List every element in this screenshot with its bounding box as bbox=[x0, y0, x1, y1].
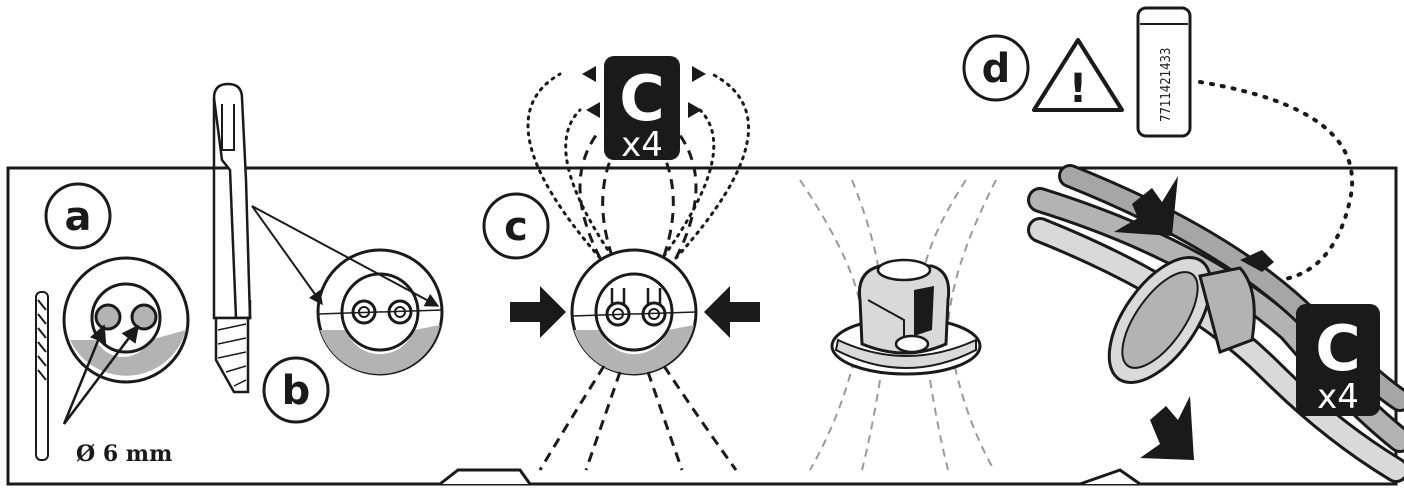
step-c: c C x4 bbox=[482, 56, 760, 471]
cut-line bbox=[317, 309, 443, 315]
part-tube-icon: 7711421433 bbox=[1136, 6, 1192, 138]
press-arrow-top bbox=[1114, 176, 1178, 236]
step-c-badge bbox=[482, 192, 550, 260]
dashed-guides-bottom bbox=[538, 365, 738, 471]
clip-badge-top-count: x4 bbox=[621, 125, 663, 165]
part-number: 7711421433 bbox=[1159, 48, 1174, 122]
drill-hole-left bbox=[94, 303, 122, 331]
dotted-link-d bbox=[1198, 80, 1355, 283]
step-a: a Ø 6 mm bbox=[35, 182, 190, 467]
callout-notch-right bbox=[1079, 468, 1141, 486]
drill-diameter-label: Ø 6 mm bbox=[76, 441, 172, 467]
clip-badge-top: C x4 bbox=[604, 56, 680, 165]
warning-mark: ! bbox=[1069, 66, 1087, 112]
drill-hole-right bbox=[130, 303, 158, 331]
clip-badge-right: C x4 bbox=[1296, 304, 1380, 417]
utility-knife-icon bbox=[212, 82, 252, 394]
step-a-badge bbox=[44, 182, 112, 250]
clip-badge-right-count: x4 bbox=[1317, 377, 1359, 417]
push-clip bbox=[1107, 256, 1256, 384]
clip-badge-right-letter: C bbox=[1315, 312, 1361, 385]
main-panel bbox=[6, 166, 1398, 486]
cable-clip-detail: C x4 bbox=[1027, 164, 1404, 483]
step-b-letter: b bbox=[282, 368, 311, 414]
installed-clip bbox=[799, 179, 997, 471]
press-arrow-clip bbox=[1240, 250, 1274, 272]
press-arrow-bottom bbox=[1140, 396, 1194, 460]
callout-notch-left bbox=[439, 468, 532, 486]
press-arrow-right bbox=[704, 286, 760, 338]
step-b-badge bbox=[262, 356, 330, 424]
step-d-letter: d bbox=[982, 46, 1011, 92]
step-b: b bbox=[212, 82, 444, 424]
clip-badge-top-letter: C bbox=[619, 62, 665, 135]
step-a-letter: a bbox=[65, 194, 92, 240]
dotted-loops bbox=[526, 72, 750, 260]
step-d: d ! 7711421433 bbox=[962, 6, 1355, 283]
press-arrow-left bbox=[510, 286, 566, 338]
step-c-letter: c bbox=[504, 204, 528, 250]
warning-icon: ! bbox=[1032, 38, 1124, 112]
drill-bit-icon bbox=[35, 291, 49, 461]
step-d-badge bbox=[962, 34, 1030, 102]
panel-hole-a-inner bbox=[90, 282, 162, 354]
